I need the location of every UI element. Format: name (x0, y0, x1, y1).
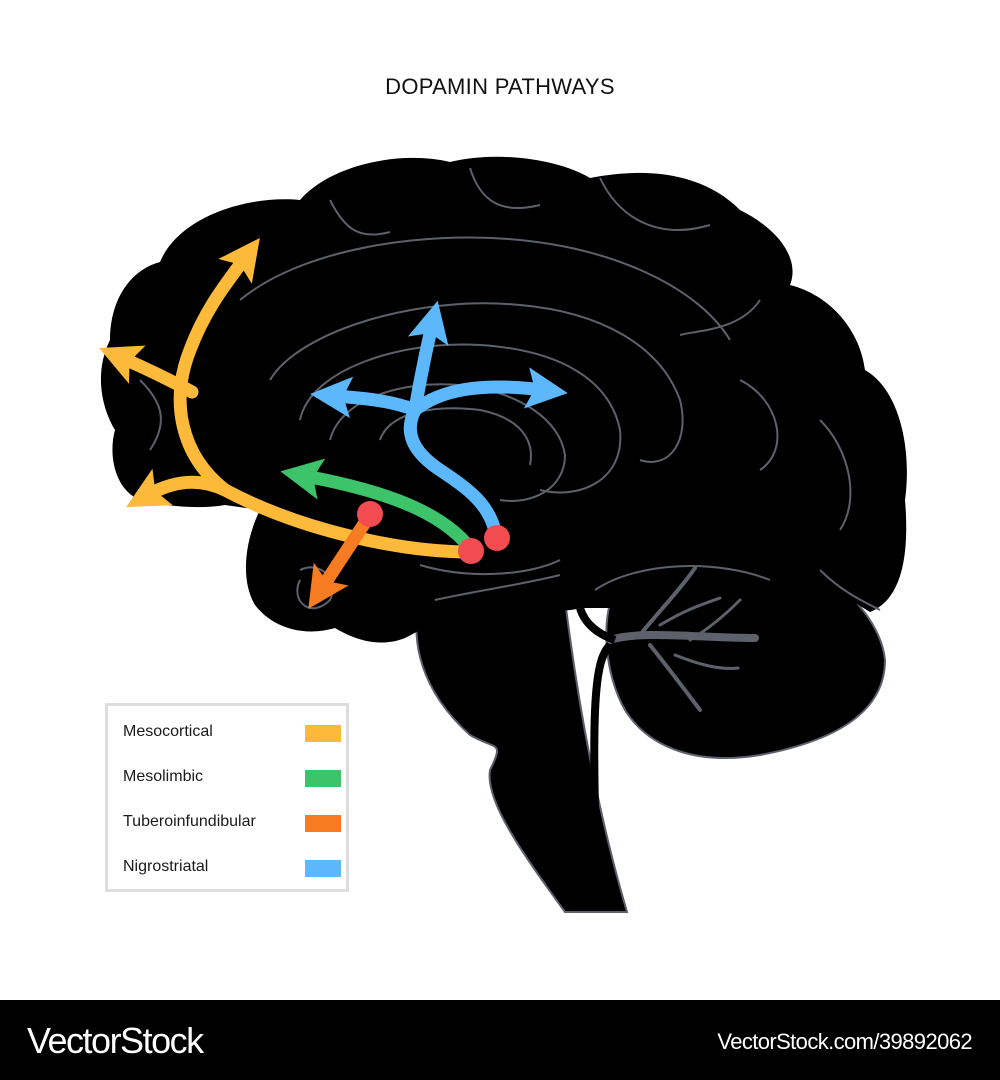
nigrostriatal-origin-dot (484, 525, 510, 551)
brand-logo: VectorStock (27, 1020, 204, 1061)
image-url: VectorStock.com/39892062 (717, 1029, 972, 1054)
brainstem-connector (576, 606, 617, 906)
brain-diagram (99, 156, 907, 913)
legend-swatch-nigrostriatal (305, 860, 341, 877)
legend-item-nigrostriatal: Nigrostriatal (123, 856, 341, 880)
nigrostriatal-branch-left (310, 376, 422, 419)
legend-label: Tuberoinfundibular (123, 813, 256, 830)
legend-label: Nigrostriatal (123, 858, 209, 875)
mesocortical-trunk (173, 237, 477, 559)
brainstem (415, 599, 629, 913)
mesolimbic-pathway (280, 458, 477, 555)
diagram-title: DOPAMIN PATHWAYS (385, 74, 615, 99)
legend-swatch-mesolimbic (305, 770, 341, 787)
nigrostriatal-branch-right (408, 367, 568, 417)
legend-label: Mesocortical (123, 723, 213, 740)
legend-item-mesolimbic: Mesolimbic (123, 766, 341, 790)
mesocortical-branch-frontal (99, 345, 199, 399)
tuberoinfundibular-pathway (308, 508, 377, 609)
footer-bar: VectorStock VectorStock.com/39892062 (0, 1000, 1000, 1080)
mesocortical-origin-dot (458, 538, 484, 564)
legend-item-tuberoinfundibular: Tuberoinfundibular (123, 811, 341, 835)
nigrostriatal-trunk (403, 403, 503, 542)
legend-swatch-tuberoinfundibular (305, 815, 341, 832)
legend: Mesocortical Mesolimbic Tuberoinfundibul… (105, 703, 349, 892)
tuberoinfundibular-origin-dot (357, 501, 383, 527)
arbor-vitae (606, 566, 759, 712)
legend-swatch-mesocortical (305, 725, 341, 742)
legend-label: Mesolimbic (123, 768, 204, 785)
mesocortical-branch-orbital (126, 468, 232, 508)
legend-item-mesocortical: Mesocortical (123, 721, 341, 745)
